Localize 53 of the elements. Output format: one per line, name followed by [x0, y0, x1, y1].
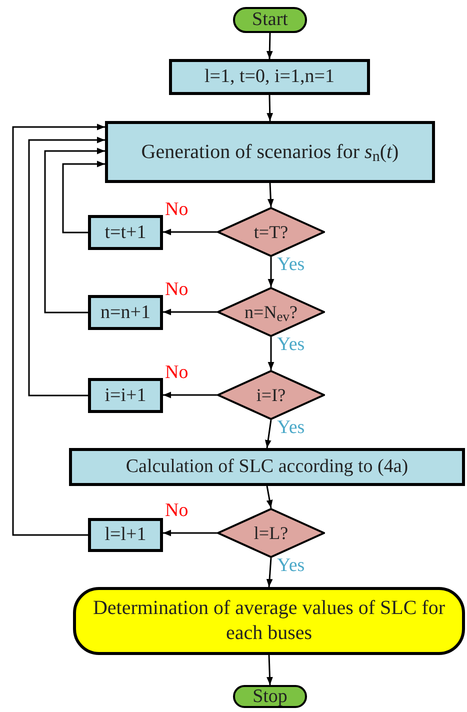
terminal-pill	[233, 7, 307, 33]
arrow	[267, 182, 274, 208]
arrow	[268, 337, 274, 370]
edge-label: Yes	[277, 418, 305, 437]
edge-label: No	[165, 200, 188, 219]
arrow	[28, 136, 105, 396]
node-text: Determination of average values of SLC for each buses	[92, 596, 446, 646]
decision-diamond	[217, 287, 325, 337]
node-text: l=l+1	[104, 523, 146, 547]
arrow	[266, 32, 273, 60]
arrow	[266, 654, 273, 686]
process-box	[69, 448, 465, 486]
arrow	[268, 257, 274, 287]
edge-label: Yes	[277, 255, 305, 274]
edge-label: No	[165, 501, 188, 520]
arrow	[264, 420, 272, 448]
process-box	[105, 121, 435, 183]
node-text: t=T?	[254, 220, 288, 244]
node-text: Generation of scenarios for s$_{n}$(t)	[141, 140, 399, 164]
process-box	[88, 295, 163, 330]
node-text: Stop	[252, 684, 288, 708]
edge-label: No	[165, 363, 188, 382]
node-text: n=n+1	[100, 300, 150, 324]
arrow	[163, 228, 217, 236]
arrow	[44, 148, 105, 314]
arrow	[62, 160, 105, 234]
edge-label: Yes	[277, 556, 305, 575]
arrow	[163, 530, 217, 536]
decision-diamond	[217, 207, 325, 257]
edge-label: Yes	[277, 335, 305, 354]
node-text: Calculation of SLC according to (4a)	[126, 455, 408, 479]
node-text: Start	[252, 8, 288, 32]
arrow	[266, 558, 273, 588]
arrow	[266, 94, 274, 122]
process-box	[169, 59, 370, 95]
decision-diamond	[217, 370, 325, 420]
node-text: l=L?	[254, 522, 288, 544]
terminal-pill	[233, 685, 307, 708]
node-text: n=N$_{ev}$?	[244, 300, 298, 324]
node-text: t=t+1	[104, 220, 146, 244]
node-text: i=i+1	[104, 384, 146, 408]
decision-diamond	[217, 508, 325, 558]
process-box	[88, 518, 163, 552]
arrow	[163, 308, 217, 316]
arrow	[266, 486, 273, 508]
terminal-rounded-box	[73, 587, 465, 655]
node-text: i=I?	[256, 384, 286, 406]
process-box	[88, 215, 163, 250]
node-text: l=1, t=0, i=1,n=1	[204, 65, 334, 89]
process-box	[88, 378, 163, 413]
arrow	[12, 124, 105, 536]
edge-label: No	[165, 280, 188, 299]
arrow	[163, 392, 217, 398]
